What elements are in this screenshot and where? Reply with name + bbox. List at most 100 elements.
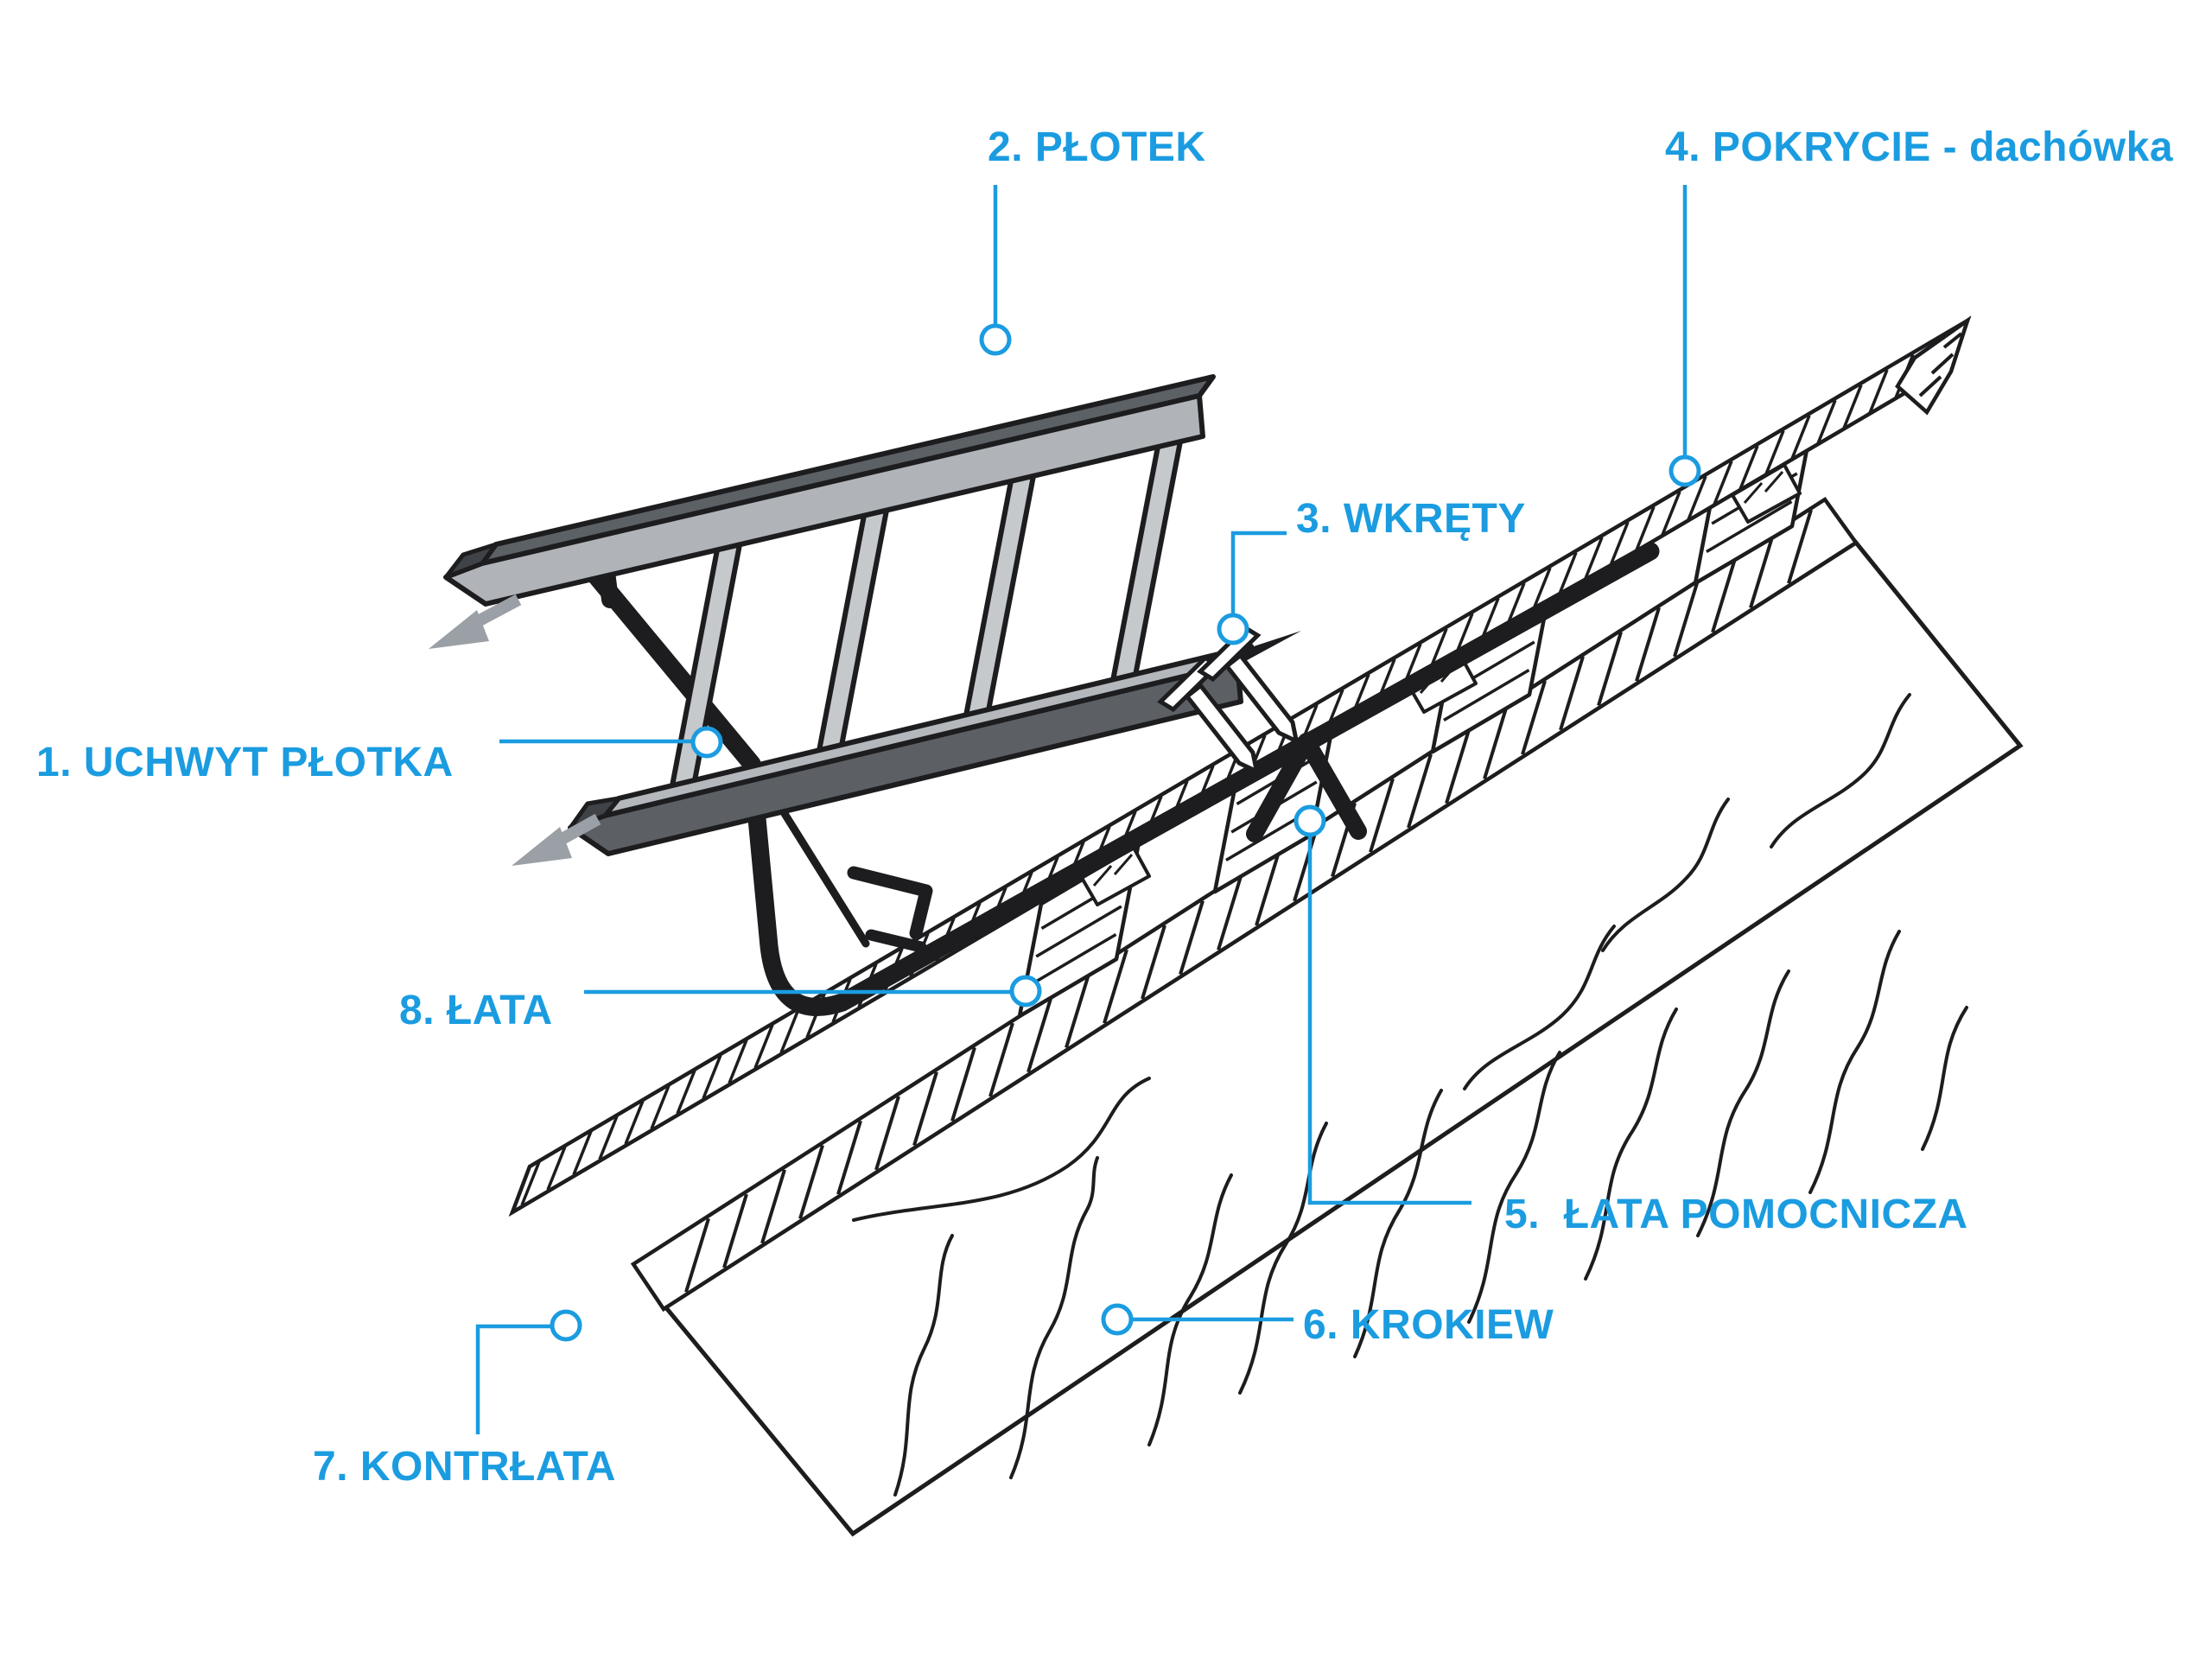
tile-hatch-line	[520, 1160, 541, 1206]
tile-hatch-line	[1531, 567, 1552, 612]
tile-hatch-line	[676, 1070, 696, 1115]
direction-arrow-icon	[429, 594, 522, 649]
wood-grain-lines	[852, 693, 1968, 1497]
fence-rungs	[667, 438, 1183, 803]
counter-batten-hatch-line	[1597, 631, 1623, 707]
fence-top-rail	[443, 374, 1216, 607]
counter-batten-hatch-line	[1483, 704, 1509, 779]
tile-hatch-line	[1738, 445, 1759, 490]
fence-rung	[961, 473, 1036, 732]
counter-batten-hatch-line	[1673, 582, 1699, 658]
tile-hatch-line	[1816, 399, 1837, 444]
counter-batten-hatch-line	[722, 1193, 748, 1268]
leader-line-3	[1230, 531, 1287, 614]
labels: 1. UCHWYT PŁOTKA 2. PŁOTEK 3. WKRĘTY 4. …	[36, 124, 2173, 1490]
tile-hatch-line	[1505, 582, 1526, 627]
counter-batten-hatch-line	[1027, 998, 1052, 1073]
tile-hatch-line	[779, 1008, 800, 1053]
label-krokiew: 6. KROKIEW	[1303, 1302, 1554, 1348]
tile-hatch-line	[1557, 551, 1578, 597]
mount-direction-arrows	[429, 594, 601, 866]
holder-upper-foot	[1246, 733, 1367, 842]
tile-step-face	[1731, 463, 1802, 524]
counter-batten-hatch-line	[1635, 607, 1661, 682]
leader-line-7	[475, 1324, 551, 1434]
counter-batten-hatch-line	[950, 1046, 976, 1122]
snow-fence-plotek	[429, 374, 1301, 866]
counter-batten-hatch-line	[1559, 656, 1585, 731]
tile-hatch-line	[753, 1024, 774, 1069]
tile-hatch-line	[572, 1130, 593, 1175]
tile-step-hatch	[1113, 854, 1134, 875]
counter-batten-hatch-line	[1407, 753, 1433, 829]
tile-hatch-line	[1790, 415, 1811, 460]
counter-batten-hatch-line	[1293, 827, 1319, 902]
top-rail-front-face	[443, 393, 1205, 607]
leader-endpoint-marker-7	[550, 1309, 582, 1342]
counter-batten-hatch-line	[1065, 973, 1090, 1049]
counter-batten-hatch-line	[988, 1022, 1014, 1097]
counter-batten-hatch-line	[1521, 680, 1547, 755]
batten-hatch-line	[1443, 668, 1530, 722]
counter-batten-hatch-line	[1445, 729, 1471, 804]
counter-batten-hatch-line	[1141, 925, 1166, 1000]
tile-step-hatch	[1764, 471, 1784, 493]
tile-step-hatch	[1092, 865, 1113, 887]
tile-hatch-line	[1713, 461, 1733, 505]
tile-hatch-line	[702, 1054, 722, 1099]
counter-batten-hatch-line	[1217, 875, 1243, 950]
tile-step-hatch	[1743, 482, 1764, 504]
tile-hatch-line	[728, 1039, 748, 1084]
bottom-rail-tip	[1241, 631, 1301, 664]
label-pokrycie: 4. POKRYCIE - dachówka	[1665, 124, 2173, 170]
label-uchwyt-plotka: 1. UCHWYT PŁOTKA	[36, 740, 454, 785]
counter-batten-hatch-line	[760, 1169, 786, 1244]
leader-endpoint-marker-6	[1101, 1303, 1134, 1336]
tile-hatch-line	[1687, 475, 1707, 520]
tile-step-joint	[1731, 463, 1802, 524]
counter-batten-hatch-line	[1787, 509, 1813, 584]
label-plotek: 2. PŁOTEK	[988, 124, 1206, 170]
holder-bracket-stub-upper	[847, 866, 933, 940]
counter-batten-hatch-line	[874, 1096, 900, 1171]
tile-nose-hook	[1895, 315, 1972, 416]
label-wkrety: 3. WKRĘTY	[1296, 496, 1526, 542]
holder-main-strap	[583, 542, 1660, 1016]
direction-arrow-icon	[512, 813, 601, 866]
tile-hatch-line	[624, 1100, 645, 1145]
counter-batten-hatch-line	[1179, 900, 1205, 976]
counter-batten-hatch-line	[684, 1217, 710, 1293]
label-lata-pomocnicza: 5. ŁATA POMOCNICZA	[1504, 1192, 1968, 1237]
tile-hatch-line	[1661, 491, 1681, 536]
fence-rung	[814, 507, 889, 767]
counter-batten-hatch-line	[1255, 851, 1281, 926]
bottom-rail-front-face	[568, 661, 1243, 856]
tile-hatch-line	[1609, 521, 1630, 566]
leader-lines	[475, 185, 1701, 1434]
tile-hatch-line	[1583, 537, 1604, 582]
counter-batten-hatch-line	[1749, 533, 1775, 608]
leader-endpoint-marker-2	[979, 323, 1012, 356]
counter-batten-hatch	[684, 509, 1813, 1293]
batten-hatch-line	[1706, 499, 1793, 554]
tile-hatch-line	[1635, 505, 1656, 551]
tile-hatch-line	[650, 1084, 671, 1130]
leader-endpoint-marker-1	[690, 726, 723, 759]
tile-hatch-line	[1764, 429, 1785, 475]
leader-endpoint-marker-5	[1294, 804, 1326, 837]
leader-endpoint-marker-4	[1669, 454, 1701, 487]
tile-hatch-line	[598, 1116, 619, 1160]
counter-batten-strip	[630, 496, 1859, 1313]
leader-line-5	[1307, 836, 1471, 1205]
tile-hatch-line	[546, 1146, 567, 1191]
counter-batten-hatch-line	[836, 1120, 862, 1195]
tile-hatch-line	[1842, 384, 1863, 429]
counter-batten-hatch-line	[1369, 778, 1395, 853]
top-rail-left-cap	[443, 542, 499, 580]
label-kontrlata: 7. KONTRŁATA	[313, 1444, 616, 1490]
counter-batten-kontrlata	[630, 496, 1859, 1313]
fence-bottom-rail	[568, 631, 1301, 856]
tile-nose-hatch	[1918, 332, 1963, 397]
fence-rung	[1108, 438, 1183, 697]
